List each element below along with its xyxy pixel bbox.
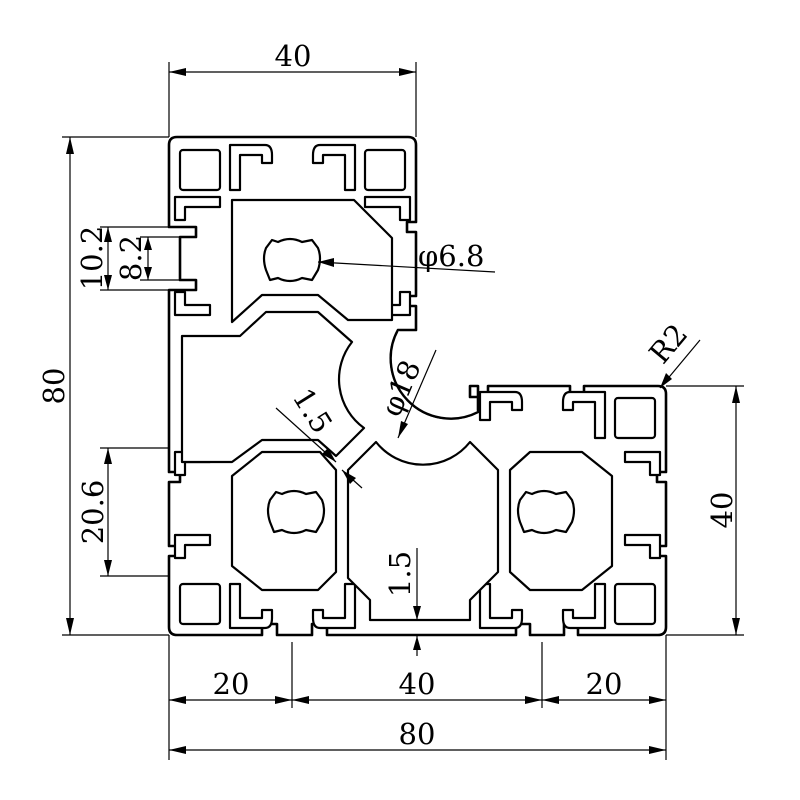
corner-cavity-bottom-right <box>613 582 657 626</box>
cavity-left-middle <box>180 310 366 464</box>
dimension-slot-outer-label: 10.2 <box>75 226 109 291</box>
dimension-left-height-label: 80 <box>37 368 71 405</box>
dimension-slot-pitch: 20.6 <box>76 447 169 577</box>
dimension-center-hole: φ6.8 <box>317 239 496 273</box>
dimension-bottom-left-label: 20 <box>213 667 250 701</box>
center-hole-bottom-left <box>266 489 326 535</box>
corner-cavity-top-right <box>363 148 407 192</box>
dimension-slot-width: 10.2 8.2 <box>75 226 180 291</box>
corner-cavity-bottom-left <box>178 582 222 626</box>
dimension-top-width: 40 <box>168 39 417 137</box>
center-hole-top <box>262 237 322 283</box>
dimension-slot-pitch-label: 20.6 <box>76 480 110 545</box>
dimension-top-width-label: 40 <box>275 39 312 73</box>
dimension-bottom-segments: 20 40 20 <box>168 635 667 760</box>
dimension-bottom-right-label: 20 <box>586 667 623 701</box>
dimension-right-height-label: 40 <box>705 492 739 529</box>
dimension-center-hole-label: φ6.8 <box>418 239 484 273</box>
slot-lip <box>173 195 222 222</box>
slot-lip <box>173 533 212 560</box>
corner-cavity-right-top <box>613 396 657 440</box>
dimension-bottom-total-label: 80 <box>399 717 436 751</box>
slot-lip <box>311 582 357 630</box>
dimension-wall-bottom-label: 1.5 <box>383 551 417 597</box>
slot-lip <box>228 582 274 630</box>
dimension-right-height: 40 <box>666 385 744 636</box>
dimension-radius-label: R2 <box>642 317 694 370</box>
slot-lip <box>623 533 662 560</box>
slot-lip <box>363 195 412 222</box>
dimension-radius: R2 <box>642 317 701 389</box>
dimension-slot-inner-label: 8.2 <box>114 235 148 281</box>
dimension-wall-bottom: 1.5 <box>383 548 421 656</box>
center-hole-bottom-right <box>516 489 576 535</box>
slot-lip <box>478 582 524 630</box>
big-hole-edge <box>389 328 480 420</box>
slot-lip <box>623 450 662 477</box>
dimension-left-height: 80 <box>37 136 169 636</box>
dimension-bottom-mid-label: 40 <box>399 667 436 701</box>
slot-lip <box>228 143 274 192</box>
slot-lip <box>478 390 524 422</box>
slot-lip <box>173 290 212 317</box>
slot-lip <box>311 143 357 192</box>
slot-lip <box>561 582 607 630</box>
dimension-bottom-total: 80 <box>169 717 666 754</box>
slot-lip <box>561 390 607 440</box>
cavity-bottom-center <box>346 440 500 622</box>
corner-cavity-top-left <box>178 148 222 192</box>
